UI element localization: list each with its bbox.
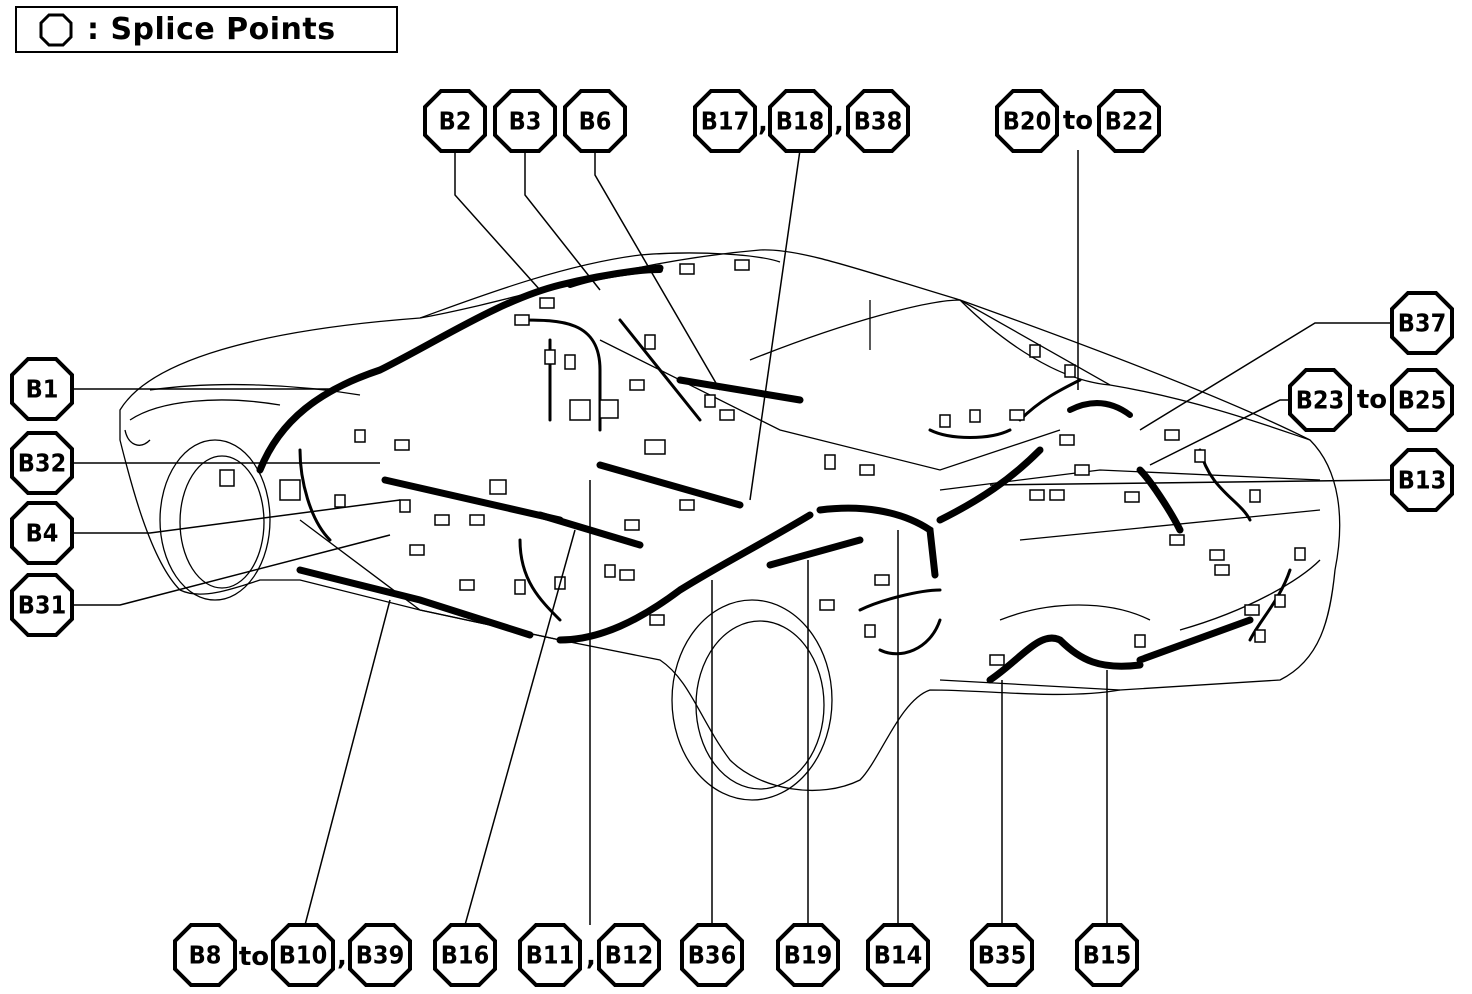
wiring-harness — [256, 264, 1292, 684]
legend-text: : Splice Points — [87, 12, 336, 47]
svg-text:B14: B14 — [874, 941, 922, 970]
svg-text:B38: B38 — [854, 107, 902, 136]
label-b4: B4 — [10, 501, 74, 565]
label-b10: B10 — [271, 923, 335, 987]
svg-text:B20: B20 — [1003, 107, 1051, 136]
connector-to: to — [1357, 385, 1387, 415]
svg-text:B4: B4 — [26, 519, 59, 548]
svg-text:B39: B39 — [356, 941, 404, 970]
label-b13: B13 — [1390, 448, 1454, 512]
label-b14: B14 — [866, 923, 930, 987]
separator-comma: , — [758, 108, 768, 138]
svg-text:B25: B25 — [1398, 386, 1446, 415]
label-b20: B20 — [995, 89, 1059, 153]
label-b35: B35 — [970, 923, 1034, 987]
label-b25: B25 — [1390, 368, 1454, 432]
svg-text:B18: B18 — [776, 107, 824, 136]
label-b37: B37 — [1390, 291, 1454, 355]
svg-text:B17: B17 — [701, 107, 749, 136]
svg-text:B22: B22 — [1105, 107, 1153, 136]
svg-text:B35: B35 — [978, 941, 1026, 970]
label-b17: B17 — [693, 89, 757, 153]
harness-connectors — [219, 259, 1306, 666]
label-b22: B22 — [1097, 89, 1161, 153]
legend-box: : Splice Points — [15, 6, 398, 53]
svg-text:B1: B1 — [26, 375, 59, 404]
label-b19: B19 — [776, 923, 840, 987]
svg-text:B11: B11 — [526, 941, 574, 970]
octagon-outline-icon — [39, 13, 73, 46]
label-b1: B1 — [10, 357, 74, 421]
svg-text:B15: B15 — [1083, 941, 1131, 970]
label-b2: B2 — [423, 89, 487, 153]
separator-comma: , — [834, 108, 844, 138]
svg-text:B12: B12 — [605, 941, 653, 970]
svg-text:B19: B19 — [784, 941, 832, 970]
label-b39: B39 — [348, 923, 412, 987]
label-b18: B18 — [768, 89, 832, 153]
label-b31: B31 — [10, 573, 74, 637]
svg-text:B32: B32 — [18, 449, 66, 478]
svg-text:B36: B36 — [688, 941, 736, 970]
separator-comma: , — [586, 942, 596, 972]
leader-lines — [72, 149, 1393, 926]
svg-text:B6: B6 — [579, 107, 612, 136]
label-b23: B23 — [1288, 368, 1352, 432]
svg-text:B3: B3 — [509, 107, 542, 136]
svg-text:B8: B8 — [189, 941, 222, 970]
separator-comma: , — [337, 942, 347, 972]
svg-text:B16: B16 — [441, 941, 489, 970]
splice-point-labels: B2 B3 B6 B17 , B18 , B38 B20 to B22 B37 … — [10, 89, 1454, 987]
label-b32: B32 — [10, 431, 74, 495]
svg-text:B13: B13 — [1398, 466, 1446, 495]
label-b6: B6 — [563, 89, 627, 153]
connector-to: to — [239, 942, 269, 972]
label-b16: B16 — [433, 923, 497, 987]
svg-text:B31: B31 — [18, 591, 66, 620]
label-b15: B15 — [1075, 923, 1139, 987]
label-b12: B12 — [597, 923, 661, 987]
label-b11: B11 — [518, 923, 582, 987]
svg-text:B37: B37 — [1398, 309, 1446, 338]
svg-text:B10: B10 — [279, 941, 327, 970]
label-b38: B38 — [846, 89, 910, 153]
label-b3: B3 — [493, 89, 557, 153]
label-b36: B36 — [680, 923, 744, 987]
label-b8: B8 — [173, 923, 237, 987]
svg-text:B23: B23 — [1296, 386, 1344, 415]
car-body — [119, 249, 1341, 801]
connector-to: to — [1063, 106, 1093, 136]
svg-text:B2: B2 — [439, 107, 472, 136]
